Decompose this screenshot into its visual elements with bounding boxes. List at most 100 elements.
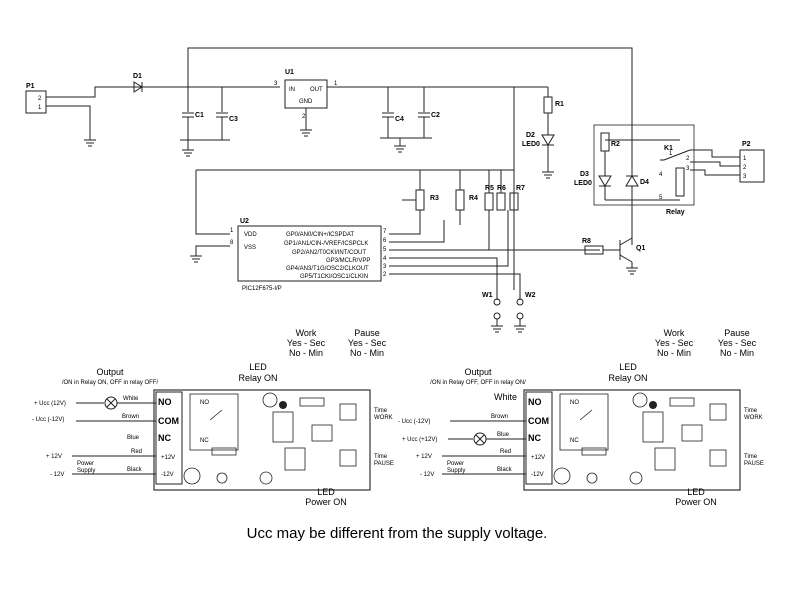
right-minus12: - 12V bbox=[420, 472, 434, 478]
left-wire-blue: Blue bbox=[127, 435, 140, 441]
left-wire-black: Black bbox=[127, 467, 143, 473]
text-line: Pause bbox=[354, 328, 380, 338]
r3-potentiometer bbox=[415, 189, 425, 211]
left-relay-no: NO bbox=[200, 400, 209, 406]
left-term-minus12v: -12V bbox=[161, 472, 174, 478]
left-terminal-block bbox=[155, 391, 183, 485]
w1-label: W1 bbox=[482, 292, 493, 299]
left-wire-red: Red bbox=[131, 449, 142, 455]
d2-label: D2 bbox=[526, 132, 535, 139]
u2-label: U2 bbox=[240, 218, 249, 225]
left-wire-brown: Brown bbox=[122, 414, 139, 420]
left-term-com: COM bbox=[158, 416, 179, 426]
right-jumpers bbox=[681, 424, 703, 442]
right-terminal-block bbox=[525, 391, 553, 485]
left-minus12: - 12V bbox=[50, 472, 64, 478]
right-output-title: Output bbox=[464, 367, 492, 377]
right-supply: Supply bbox=[447, 468, 465, 474]
u2-gp5: GP5/T1CKI/OSC1/CLKIN bbox=[300, 274, 368, 280]
text-line: Work bbox=[296, 328, 317, 338]
ground-symbol bbox=[84, 139, 96, 147]
u2-part: PIC12F675-I/P bbox=[242, 286, 282, 292]
text-line: LED bbox=[687, 487, 705, 497]
left-capacitor-c1 bbox=[183, 467, 201, 485]
right-transistor bbox=[649, 401, 657, 409]
text-line: Yes - Sec bbox=[287, 338, 326, 348]
text-line: WORK bbox=[744, 415, 763, 421]
right-capacitor-c2 bbox=[586, 472, 598, 484]
text-line: Time bbox=[744, 454, 758, 460]
left-ucc-pos: + Ucc (12V) bbox=[34, 401, 66, 407]
right-power: Power bbox=[447, 461, 464, 467]
left-relay-nc: NC bbox=[200, 438, 209, 444]
right-relay-no: NO bbox=[570, 400, 579, 406]
u2-gp2: GP2/AN2/T0CKI/INT/COUT bbox=[292, 250, 366, 256]
right-term-com: COM bbox=[528, 416, 549, 426]
right-relay-component bbox=[559, 393, 609, 451]
text-line: Time bbox=[374, 408, 388, 414]
text-line: Time bbox=[744, 408, 758, 414]
u2-gp1: GP1/AN1/CIN-/VREF/ICSPCLK bbox=[284, 241, 368, 247]
right-plus12: + 12V bbox=[416, 454, 432, 460]
d2-type: LED0 bbox=[522, 141, 540, 148]
left-diode-d1 bbox=[211, 447, 237, 456]
r2-label: R2 bbox=[611, 141, 620, 148]
p1-pin-2: 2 bbox=[38, 96, 42, 102]
left-power: Power bbox=[77, 461, 94, 467]
right-wire-black: Black bbox=[497, 467, 513, 473]
u2-pin-4: 4 bbox=[383, 256, 387, 262]
left-capacitor-c2 bbox=[216, 472, 228, 484]
right-relay-board bbox=[523, 389, 741, 491]
w1-jumper bbox=[493, 298, 501, 306]
u1-pin-in: 3 bbox=[274, 81, 278, 87]
text-line: LED bbox=[317, 487, 335, 497]
d3-type: LED0 bbox=[574, 180, 592, 187]
text-line: Pause bbox=[724, 328, 750, 338]
right-capacitor-c1 bbox=[553, 467, 571, 485]
r4-label: R4 bbox=[469, 195, 478, 202]
r1-resistor bbox=[543, 96, 553, 114]
k1-label: K1 bbox=[664, 145, 673, 152]
k1-pin-1: 1 bbox=[669, 151, 673, 157]
left-trimmer-pause bbox=[339, 449, 357, 467]
left-relay-board bbox=[153, 389, 371, 491]
text-line: Time bbox=[374, 454, 388, 460]
left-jumpers bbox=[311, 424, 333, 442]
p2-pin-2: 2 bbox=[743, 165, 747, 171]
d1-diode bbox=[133, 81, 143, 93]
c3-label: C3 bbox=[229, 116, 238, 123]
u1-in: IN bbox=[289, 87, 295, 93]
left-term-12v: +12V bbox=[161, 455, 175, 461]
left-supply: Supply bbox=[77, 468, 95, 474]
right-term-12v: +12V bbox=[531, 455, 545, 461]
r8-label: R8 bbox=[582, 238, 591, 245]
u2-gp0: GP0/AN0/CIN+/ICSPDAT bbox=[286, 232, 354, 238]
left-wire-white: White bbox=[123, 396, 139, 402]
text-line: LED bbox=[619, 362, 637, 372]
left-transistor bbox=[279, 401, 287, 409]
left-resistor-bank bbox=[284, 447, 306, 471]
u2-pin-3: 3 bbox=[383, 264, 387, 270]
p2-pin-1: 1 bbox=[743, 156, 747, 162]
right-wire-blue: Blue bbox=[497, 432, 510, 438]
u2-gp4: GP4/AN3/T1G/OSC2/CLKOUT bbox=[286, 266, 369, 272]
d1-label: D1 bbox=[133, 73, 142, 80]
u1-gnd: GND bbox=[299, 99, 313, 105]
text-line: PAUSE bbox=[374, 461, 394, 467]
k1-pin-5: 5 bbox=[659, 195, 663, 201]
u2-gp3: GP3/MCLR/VPP bbox=[326, 258, 370, 264]
left-relay-component bbox=[189, 393, 239, 451]
right-wire-red: Red bbox=[500, 449, 511, 455]
k1-pin-4: 4 bbox=[659, 172, 663, 178]
u1-pin-out: 1 bbox=[334, 81, 338, 87]
k1-pin-2: 2 bbox=[686, 156, 690, 162]
d4-diode bbox=[625, 175, 639, 187]
text-line: Relay ON bbox=[238, 373, 277, 383]
text-line: Work bbox=[664, 328, 685, 338]
